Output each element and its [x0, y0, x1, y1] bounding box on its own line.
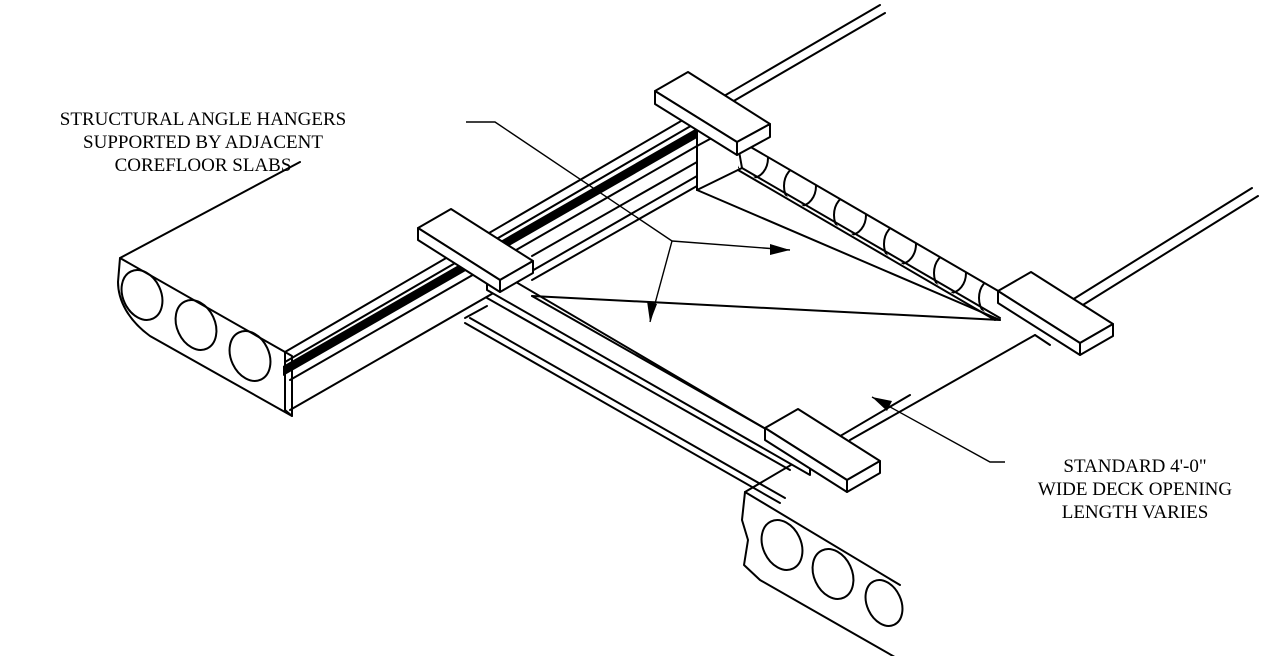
hangers-leader [466, 121, 791, 323]
opening-leader [871, 396, 1005, 463]
bearing-plate-top [654, 71, 771, 156]
left-corefloor-slab [117, 4, 886, 417]
bearing-plate-left [417, 208, 534, 293]
opening-callout-label: STANDARD 4'-0" WIDE DECK OPENING LENGTH … [1010, 455, 1260, 524]
front-corefloor-slab [741, 334, 1051, 656]
deck-opening [464, 119, 1001, 504]
hangers-callout-line-1: STRUCTURAL ANGLE HANGERS [59, 109, 347, 130]
opening-callout-line-2: WIDE DECK OPENING [1037, 479, 1233, 500]
right-corefloor-slab [737, 141, 1259, 321]
hangers-callout-line-2: SUPPORTED BY ADJACENT [83, 132, 323, 153]
bearing-plate-bottom [764, 408, 881, 493]
opening-callout-line-3: LENGTH VARIES [1061, 502, 1209, 523]
right-slab-cores [738, 142, 1000, 318]
opening-callout-line-1: STANDARD 4'-0" [1063, 456, 1207, 477]
front-slab-cores [760, 519, 904, 627]
left-slab-cores [120, 269, 272, 382]
hangers-callout-line-3: COREFLOOR SLABS [114, 155, 292, 176]
bearing-plate-right [997, 271, 1114, 356]
hangers-callout-label: STRUCTURAL ANGLE HANGERS SUPPORTED BY AD… [8, 108, 398, 177]
